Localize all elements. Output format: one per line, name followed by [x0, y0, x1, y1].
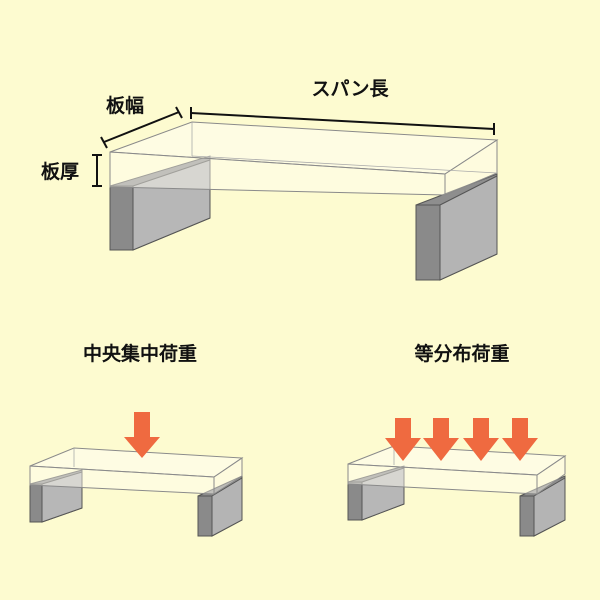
plate — [109, 121, 499, 196]
down-arrow-icon — [463, 418, 499, 461]
plate-thickness-dimension — [92, 154, 102, 187]
uniform-load-title: 等分布荷重 — [413, 342, 509, 365]
left-support — [347, 465, 405, 521]
left-support — [29, 469, 83, 523]
plate — [29, 447, 244, 495]
plate-width-dimension — [100, 106, 183, 149]
down-arrow-icon — [385, 418, 421, 461]
right-support — [197, 475, 243, 537]
right-support — [415, 173, 498, 281]
down-arrow-icon — [124, 412, 160, 458]
down-arrow-icon — [423, 418, 459, 461]
left-support — [109, 155, 211, 251]
right-support — [519, 475, 566, 537]
central-load-shelf — [29, 412, 244, 537]
plate-thickness-label: 板厚 — [41, 160, 79, 183]
plate-width-label: 板幅 — [106, 94, 144, 117]
span-length-dimension — [190, 107, 495, 135]
span-length-label: スパン長 — [312, 78, 390, 100]
large-shelf: スパン長 板幅 板厚 — [41, 78, 499, 281]
central-load-title: 中央集中荷重 — [83, 342, 197, 365]
uniform-load-shelf — [347, 418, 567, 537]
down-arrow-icon — [502, 418, 538, 461]
